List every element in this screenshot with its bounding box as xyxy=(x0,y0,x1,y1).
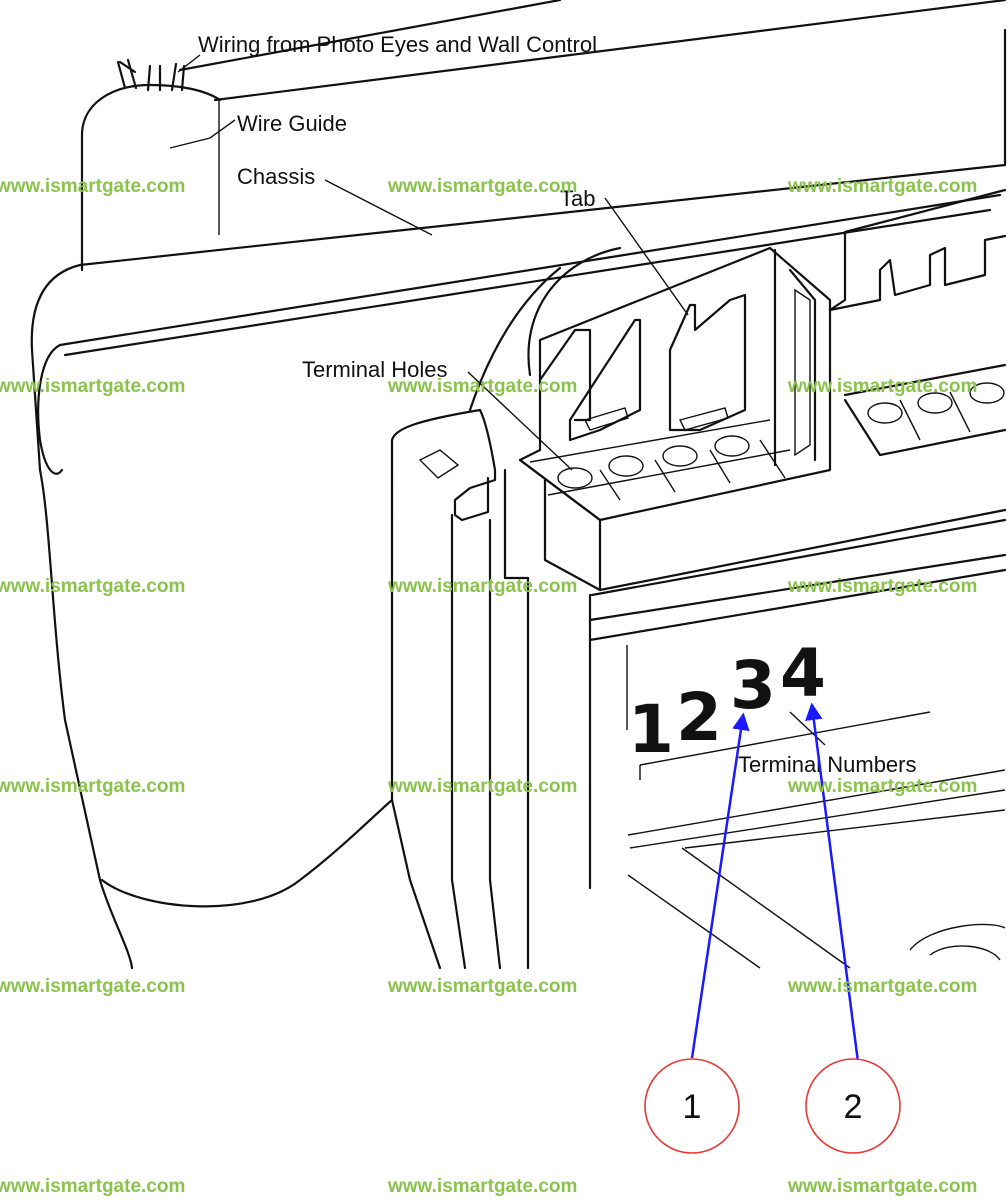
watermark: www.ismartgate.com xyxy=(787,176,977,197)
callout-2-arrow xyxy=(805,702,860,1063)
terminal-number-1: 1 xyxy=(628,691,674,768)
watermark: www.ismartgate.com xyxy=(0,176,185,197)
wire-guide-label: Wire Guide xyxy=(237,111,347,136)
callout-1: 1 xyxy=(644,1058,740,1154)
watermark: www.ismartgate.com xyxy=(787,576,977,597)
terminal-numbers-label: Terminal Numbers xyxy=(738,752,917,777)
callout-1-number: 1 xyxy=(683,1088,702,1126)
watermark: www.ismartgate.com xyxy=(387,976,577,997)
watermark: www.ismartgate.com xyxy=(0,376,185,397)
watermark: www.ismartgate.com xyxy=(787,1176,977,1197)
terminal-holes-label: Terminal Holes xyxy=(302,357,448,382)
callout-2-number: 2 xyxy=(844,1088,863,1126)
watermark: www.ismartgate.com xyxy=(387,776,577,797)
chassis-label: Chassis xyxy=(237,164,315,189)
watermark: www.ismartgate.com xyxy=(387,576,577,597)
watermarks: www.ismartgate.com www.ismartgate.com ww… xyxy=(0,176,977,1197)
watermark: www.ismartgate.com xyxy=(787,976,977,997)
leader-lines xyxy=(169,54,826,746)
terminal-number-4: 4 xyxy=(780,635,826,712)
watermark: www.ismartgate.com xyxy=(787,776,977,797)
tab-label: Tab xyxy=(560,186,595,211)
watermark: www.ismartgate.com xyxy=(387,1176,577,1197)
callout-2: 2 xyxy=(805,1058,901,1154)
watermark: www.ismartgate.com xyxy=(0,1176,185,1197)
callout-1-arrow xyxy=(690,712,750,1059)
watermark: www.ismartgate.com xyxy=(387,376,577,397)
opener-line-art xyxy=(30,0,1007,970)
watermark: www.ismartgate.com xyxy=(387,176,577,197)
watermark: www.ismartgate.com xyxy=(0,976,185,997)
watermark: www.ismartgate.com xyxy=(0,576,185,597)
watermark: www.ismartgate.com xyxy=(787,376,977,397)
terminal-number-3: 3 xyxy=(730,647,776,724)
terminal-number-2: 2 xyxy=(676,679,722,756)
wiring-label: Wiring from Photo Eyes and Wall Control xyxy=(198,32,597,57)
watermark: www.ismartgate.com xyxy=(0,776,185,797)
